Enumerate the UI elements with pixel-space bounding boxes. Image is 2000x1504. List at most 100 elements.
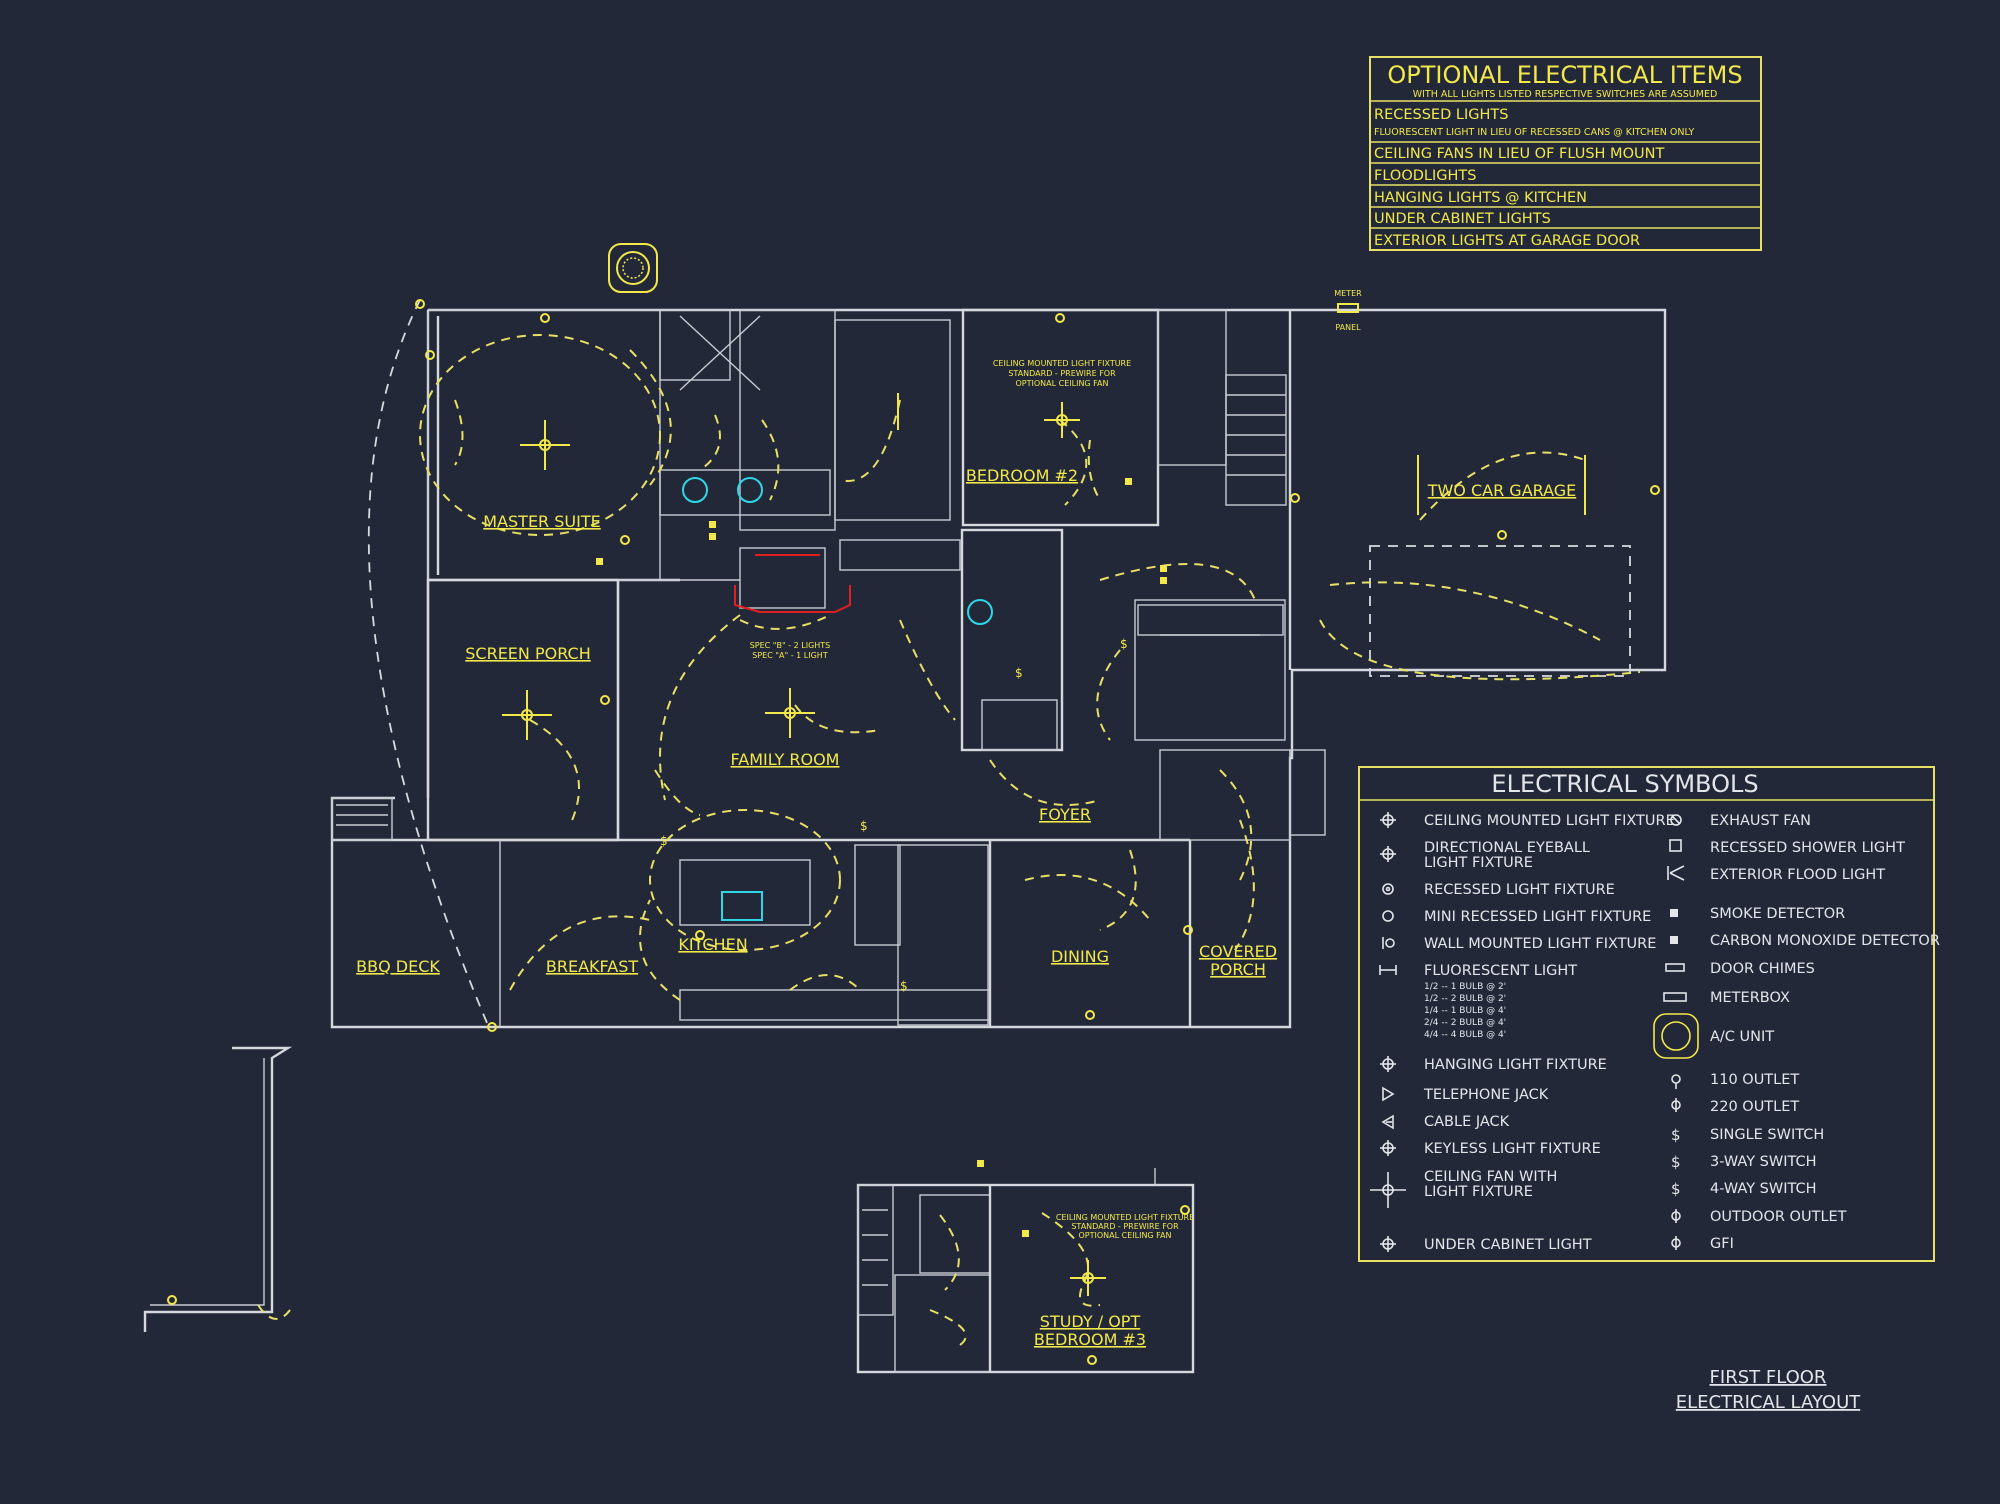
co-detector-icon — [977, 1160, 984, 1167]
smoke-detector-icon — [1160, 565, 1167, 572]
room-label-garage: TWO CAR GARAGE — [1427, 481, 1577, 500]
svg-text:$: $ — [1120, 637, 1128, 651]
room-label-screen-porch: SCREEN PORCH — [465, 644, 590, 663]
legend-item-label: A/C UNIT — [1710, 1029, 1774, 1045]
optional-item-subrow: FLUORESCENT LIGHT IN LIEU OF RECESSED CA… — [1374, 127, 1695, 138]
study-bedroom3-plan — [856, 1168, 1195, 1374]
bedroom-note: STANDARD - PREWIRE FOR — [1008, 369, 1116, 378]
ceiling-fan-icon — [520, 420, 570, 470]
legend-item-label: OUTDOOR OUTLET — [1710, 1209, 1847, 1225]
room-label-covered-porch: COVERED — [1199, 942, 1277, 961]
legend-item-label: METERBOX — [1710, 990, 1790, 1006]
wiring-runs — [419, 334, 1641, 1001]
study-note: CEILING MOUNTED LIGHT FIXTURE — [1056, 1213, 1194, 1222]
fluorescent-spec: 1/2 -- 2 BULB @ 2' — [1424, 994, 1506, 1004]
optional-item-row: UNDER CABINET LIGHTS — [1374, 211, 1551, 227]
optional-item-row: EXTERIOR LIGHTS AT GARAGE DOOR — [1374, 233, 1640, 249]
sheet-title: FIRST FLOOR ELECTRICAL LAYOUT — [1676, 1367, 1861, 1413]
optional-items-table: OPTIONAL ELECTRICAL ITEMS WITH ALL LIGHT… — [1369, 56, 1762, 251]
exhaust-fan-icon — [1670, 814, 1682, 826]
legend-item-label: TELEPHONE JACK — [1423, 1087, 1549, 1103]
optional-item-row: FLOODLIGHTS — [1374, 168, 1476, 184]
fireplace-note: SPEC "B" - 2 LIGHTS — [750, 641, 831, 650]
legend-item-label: SINGLE SWITCH — [1710, 1127, 1824, 1143]
legend-item-label: FLUORESCENT LIGHT — [1424, 963, 1577, 979]
legend-item-label: 110 OUTLET — [1710, 1072, 1799, 1088]
ceiling-fan-icon — [1044, 402, 1080, 438]
co-detector-icon — [709, 533, 716, 540]
hanging-light-icon — [1380, 1056, 1396, 1072]
gfi-icon — [1671, 1236, 1681, 1250]
eyeball-light-icon — [1380, 846, 1396, 862]
room-label-breakfast: BREAKFAST — [546, 957, 638, 976]
recessed-shower-light-icon — [1669, 839, 1682, 852]
smoke-detector-icon — [596, 558, 603, 565]
smoke-detector-icon — [1125, 478, 1132, 485]
room-label-covered-porch: PORCH — [1210, 960, 1266, 979]
smoke-detector-icon — [1670, 909, 1678, 917]
ac-unit-icon — [1653, 1013, 1699, 1059]
main-floor-walls — [330, 299, 1667, 1031]
optional-item-row: HANGING LIGHTS @ KITCHEN — [1374, 190, 1587, 206]
legend-item-label: HANGING LIGHT FIXTURE — [1424, 1057, 1607, 1073]
fluorescent-spec: 2/4 -- 2 BULB @ 4' — [1424, 1018, 1506, 1028]
svg-text:$: $ — [1015, 666, 1023, 680]
fluorescent-spec: 1/4 -- 1 BULB @ 4' — [1424, 1006, 1506, 1016]
sink-icon — [682, 477, 708, 503]
carbon-monoxide-detector-icon — [1670, 936, 1678, 944]
room-label-study: STUDY / OPT — [1040, 1312, 1141, 1331]
sheet-title-line-2: ELECTRICAL LAYOUT — [1676, 1392, 1861, 1413]
outlet-220-icon — [1671, 1098, 1681, 1112]
three-way-switch-icon: $ — [1671, 1153, 1681, 1171]
recessed-light-icon — [1382, 883, 1394, 895]
plan-fixtures: $ $ $ $ $ CEILING MOUNTED LIGHT FIXTURE … — [415, 289, 1660, 1365]
legend-item-label: SMOKE DETECTOR — [1710, 906, 1845, 922]
optional-item-row: RECESSED LIGHTS — [1374, 107, 1508, 123]
fluorescent-light-icon — [1379, 965, 1397, 975]
legend-item-label: EXHAUST FAN — [1710, 813, 1811, 829]
ceiling-fan-icon — [1070, 1260, 1106, 1296]
optional-items-title: OPTIONAL ELECTRICAL ITEMS — [1387, 61, 1742, 89]
legend-item-label: 4-WAY SWITCH — [1710, 1181, 1817, 1197]
ac-unit-icon — [608, 243, 658, 293]
cable-jack-icon — [1381, 1114, 1394, 1130]
legend-item-label: LIGHT FIXTURE — [1424, 855, 1533, 871]
room-label-family-room: FAMILY ROOM — [731, 750, 840, 769]
bedroom-note: OPTIONAL CEILING FAN — [1016, 379, 1109, 388]
wall-light-icon — [1382, 937, 1395, 949]
room-label-kitchen: KITCHEN — [678, 935, 747, 954]
bedroom-note: CEILING MOUNTED LIGHT FIXTURE — [993, 359, 1131, 368]
svg-text:$: $ — [660, 834, 668, 848]
optional-items-subtitle: WITH ALL LIGHTS LISTED RESPECTIVE SWITCH… — [1413, 89, 1718, 100]
meter-label: METER — [1334, 289, 1362, 298]
keyless-light-icon — [1380, 1140, 1396, 1156]
room-label-bbq-deck: BBQ DECK — [356, 957, 440, 976]
under-cabinet-light-icon — [1380, 1236, 1396, 1252]
study-note: OPTIONAL CEILING FAN — [1079, 1231, 1172, 1240]
ceiling-light-icon — [1380, 812, 1396, 828]
telephone-jack-icon — [1382, 1086, 1395, 1102]
legend-item-label: KEYLESS LIGHT FIXTURE — [1424, 1141, 1601, 1157]
room-labels: MASTER SUITE BEDROOM #2 TWO CAR GARAGE S… — [356, 466, 1576, 1349]
fireplace-note: SPEC "A" - 1 LIGHT — [752, 651, 828, 660]
legend-item-label: RECESSED LIGHT FIXTURE — [1424, 882, 1615, 898]
legend-item-label: MINI RECESSED LIGHT FIXTURE — [1424, 909, 1651, 925]
sink-icon — [967, 599, 993, 625]
room-label-foyer: FOYER — [1039, 805, 1091, 824]
legend-item-label: GFI — [1710, 1236, 1734, 1252]
electrical-symbols-legend: ELECTRICAL SYMBOLS CEILING MOUNTED LIGHT… — [1358, 766, 1940, 1262]
sheet-title-line-1: FIRST FLOOR — [1710, 1367, 1827, 1388]
co-detector-icon — [1160, 577, 1167, 584]
smoke-detector-icon — [1022, 1230, 1029, 1237]
legend-item-label: LIGHT FIXTURE — [1424, 1184, 1533, 1200]
svg-text:$: $ — [900, 979, 908, 993]
fireplace-icon — [734, 585, 851, 613]
mini-recessed-light-icon — [1382, 910, 1394, 922]
outdoor-outlet-icon — [1671, 1209, 1681, 1223]
legend-item-label: 220 OUTLET — [1710, 1099, 1799, 1115]
meterbox-icon — [1663, 992, 1687, 1002]
door-chimes-icon — [1665, 963, 1685, 972]
single-switch-icon: $ — [1671, 1126, 1681, 1144]
